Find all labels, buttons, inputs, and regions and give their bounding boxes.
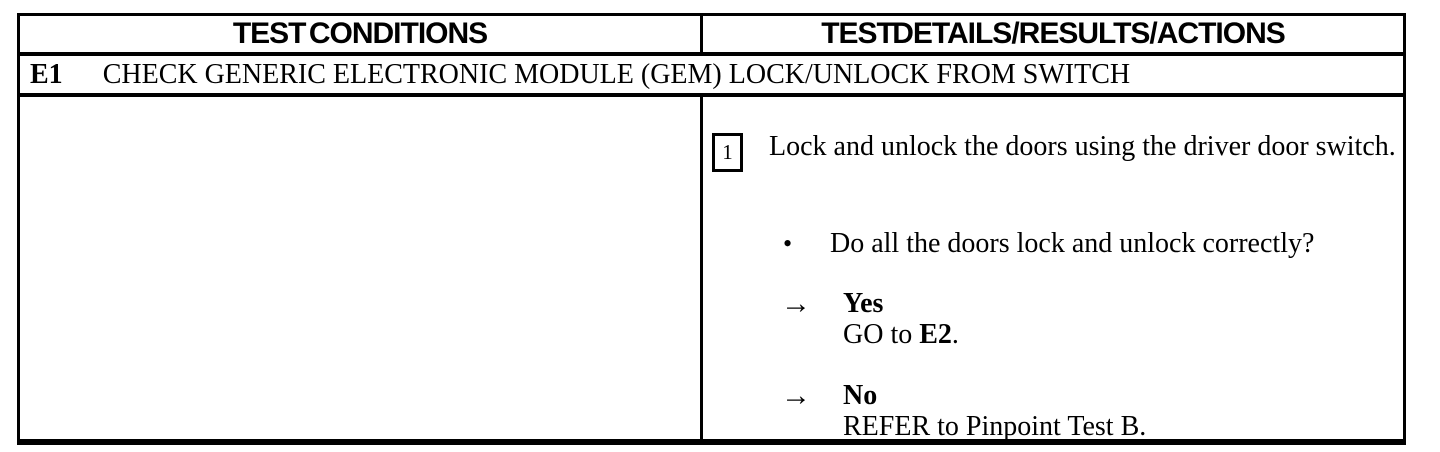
- result-yes: → Yes GO to E2.: [781, 288, 959, 350]
- answer-no: No: [843, 380, 878, 411]
- arrow-icon: →: [781, 287, 811, 320]
- header-test-conditions: TEST CONDITIONS: [20, 16, 703, 52]
- question-row: • Do all the doors lock and unlock corre…: [783, 228, 1314, 259]
- action-yes-target: E2: [919, 319, 952, 350]
- test-conditions-cell: [20, 97, 703, 439]
- action-no-pre: REFER to Pinpoint Test B.: [843, 411, 1147, 442]
- question-text: Do all the doors lock and unlock correct…: [830, 228, 1315, 259]
- action-no: REFER to Pinpoint Test B.: [843, 411, 1146, 442]
- test-id: E1: [30, 58, 63, 90]
- step-number-box: 1: [712, 133, 743, 172]
- step-instruction: Lock and unlock the doors using the driv…: [769, 131, 1396, 162]
- result-yes-body: Yes GO to E2.: [843, 288, 959, 350]
- header-test-details-results-actions: TEST DETAILS/RESULTS/ACTIONS: [821, 17, 1286, 50]
- answer-yes: Yes: [843, 288, 884, 319]
- step-1: 1 Lock and unlock the doors using the dr…: [712, 131, 1409, 172]
- test-title: CHECK GENERIC ELECTRONIC MODULE (GEM) LO…: [102, 58, 1131, 90]
- result-no: → No REFER to Pinpoint Test B.: [781, 380, 1146, 442]
- action-yes: GO to E2.: [843, 319, 959, 350]
- action-yes-pre: GO to: [843, 319, 920, 350]
- arrow-icon: →: [781, 379, 811, 412]
- table-header-row: TEST CONDITIONS TEST DETAILS/RESULTS/ACT…: [20, 16, 1403, 56]
- bullet-icon: •: [783, 229, 793, 258]
- test-details-cell: 1 Lock and unlock the doors using the dr…: [703, 97, 1403, 442]
- action-yes-post: .: [951, 319, 959, 350]
- test-title-row: E1 CHECK GENERIC ELECTRONIC MODULE (GEM)…: [20, 56, 1403, 97]
- pinpoint-test-table: TEST CONDITIONS TEST DETAILS/RESULTS/ACT…: [17, 13, 1406, 445]
- result-no-body: No REFER to Pinpoint Test B.: [843, 380, 1146, 442]
- table-body-row: 1 Lock and unlock the doors using the dr…: [20, 97, 1403, 442]
